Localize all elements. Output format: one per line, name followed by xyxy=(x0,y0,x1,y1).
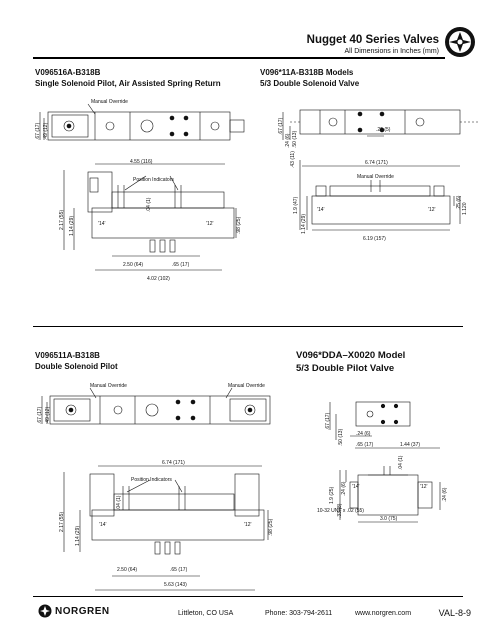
footer-website[interactable]: www.norgren.com xyxy=(355,610,412,617)
s4-stem: .04 (1) xyxy=(398,455,404,470)
s1-height-total: 2.17 (55) xyxy=(59,210,65,230)
s3-manual-override-left: Manual Override xyxy=(90,383,127,389)
s4-top-w2: .65 (17) xyxy=(356,442,374,448)
s2-right-h1: .25 (6) xyxy=(456,195,462,210)
s4-port-12: '12' xyxy=(420,484,428,490)
s1-top-h1: .67 (17) xyxy=(35,122,41,140)
s3-position-indicators-label: Position Indicators xyxy=(131,477,172,483)
s1-top-h2: .49 (12) xyxy=(43,122,49,140)
s3-port-12: '12' xyxy=(244,522,252,528)
footer-location: Littleton, CO USA xyxy=(178,610,234,617)
s1-manual-override-label: Manual Override xyxy=(91,99,128,105)
s3-offset: .65 (17) xyxy=(170,567,188,573)
norgren-badge-icon xyxy=(445,27,475,57)
s3-height-total: 2.17 (55) xyxy=(59,512,65,532)
s1-pitch: 2.50 (64) xyxy=(123,262,143,268)
section-4-model: V096*DDA–X0020 Model xyxy=(296,350,406,361)
s3-top-h2: .49 (12) xyxy=(45,406,51,424)
s4-top-w3: 1.44 (37) xyxy=(400,442,420,448)
page-subtitle: All Dimensions in Inches (mm) xyxy=(344,48,439,55)
s2-left-h: .43 (11) xyxy=(290,151,296,168)
s4-base-length: 3.0 (75) xyxy=(380,516,398,522)
s3-top-h1: .67 (17) xyxy=(37,406,43,424)
s2-height-total: 1.9 (47) xyxy=(293,196,299,214)
s2-right-h2: 1.120 xyxy=(462,202,468,215)
s2-top-h1: .67 (17) xyxy=(278,117,284,135)
s2-top-w: .20 (5) xyxy=(376,127,391,133)
header-rule xyxy=(33,57,445,59)
s1-overall-length: 4.55 (116) xyxy=(130,159,153,165)
s4-top-h2: .50 (13) xyxy=(338,428,344,446)
s3-port-14: '14' xyxy=(99,522,107,528)
s1-position-indicators-label: Position Indicators xyxy=(133,177,174,183)
section-1-heading: V096516A-B318B Single Solenoid Pilot, Ai… xyxy=(35,67,221,89)
section-2-description: 5/3 Double Solenoid Valve xyxy=(260,79,360,88)
s2-port-14: '14' xyxy=(317,207,325,213)
section-2-heading: V096*11A-B318B Models 5/3 Double Solenoi… xyxy=(260,67,359,89)
s2-manual-override-label: Manual Override xyxy=(357,174,394,180)
s1-base-length: 4.02 (102) xyxy=(147,276,170,282)
s2-top-h2: .24 (6) xyxy=(285,133,291,148)
s4-left-h3: .33 (8) xyxy=(337,503,343,518)
s4-right-h: .24 (6) xyxy=(442,487,448,502)
s2-height-base: 1.14 (29) xyxy=(301,214,307,234)
section-4-top-view xyxy=(329,401,440,449)
s2-port-12: '12' xyxy=(428,207,436,213)
s4-left-h2: 1.9 (25) xyxy=(329,486,335,504)
section-3-description: Double Solenoid Pilot xyxy=(35,362,118,371)
section-1-side-view xyxy=(63,163,237,271)
s4-top-w1: .24 (6) xyxy=(356,431,371,437)
section-4-heading: V096*DDA–X0020 Model 5/3 Double Pilot Va… xyxy=(296,349,405,375)
s4-top-h1: .67 (17) xyxy=(325,412,331,430)
footer-phone: Phone: 303-794-2611 xyxy=(265,610,333,617)
section-3-model: V096511A-B318B xyxy=(35,351,100,360)
section-3-top-view xyxy=(41,387,271,425)
s4-port-14: '14' xyxy=(352,484,360,490)
s2-base-length: 6.19 (157) xyxy=(363,236,386,242)
s3-manual-override-right: Manual Override xyxy=(228,383,265,389)
section-2-top-view xyxy=(282,109,478,140)
s3-right-h: .98 (25) xyxy=(268,518,274,536)
section-1-description: Single Solenoid Pilot, Air Assisted Spri… xyxy=(35,79,221,88)
s3-base-length: 5.63 (143) xyxy=(164,582,187,588)
norgren-logo-icon xyxy=(38,604,52,618)
s3-overall-length: 6.74 (171) xyxy=(162,460,185,466)
page-title: Nugget 40 Series Valves xyxy=(306,34,439,46)
s1-stem: .04 (1) xyxy=(146,197,152,212)
footer-rule xyxy=(33,596,463,597)
section-divider xyxy=(33,326,463,327)
section-3-heading: V096511A-B318B Double Solenoid Pilot xyxy=(35,350,118,372)
s3-stem: .04 (1) xyxy=(116,495,122,510)
footer-logo: NORGREN xyxy=(38,604,110,618)
brand-name: NORGREN xyxy=(55,605,110,617)
page-number: VAL-8-9 xyxy=(438,608,471,618)
section-1-model: V096516A-B318B xyxy=(35,68,101,77)
s2-top-h3: .50 (13) xyxy=(292,130,298,148)
s1-right-h: .98 (25) xyxy=(236,216,242,234)
s1-height-base: 1.14 (29) xyxy=(69,216,75,236)
section-4-side-view xyxy=(339,466,441,523)
s4-thread-label: 10-32 UNF x .02 (55) xyxy=(317,508,364,514)
s1-port-12: '12' xyxy=(206,221,214,227)
s1-offset: .65 (17) xyxy=(172,262,190,268)
s3-pitch: 2.50 (64) xyxy=(117,567,137,573)
section-4-description: 5/3 Double Pilot Valve xyxy=(296,363,395,374)
section-2-model: V096*11A-B318B Models xyxy=(260,68,354,77)
s4-left-h1: .24 (6) xyxy=(341,481,347,496)
section-2-side-view xyxy=(299,160,461,231)
section-3-side-view xyxy=(63,465,269,591)
s2-overall-length: 6.74 (171) xyxy=(365,160,388,166)
s3-height-base: 1.14 (29) xyxy=(75,526,81,546)
s1-port-14: '14' xyxy=(98,221,106,227)
section-1-top-view xyxy=(39,103,245,141)
